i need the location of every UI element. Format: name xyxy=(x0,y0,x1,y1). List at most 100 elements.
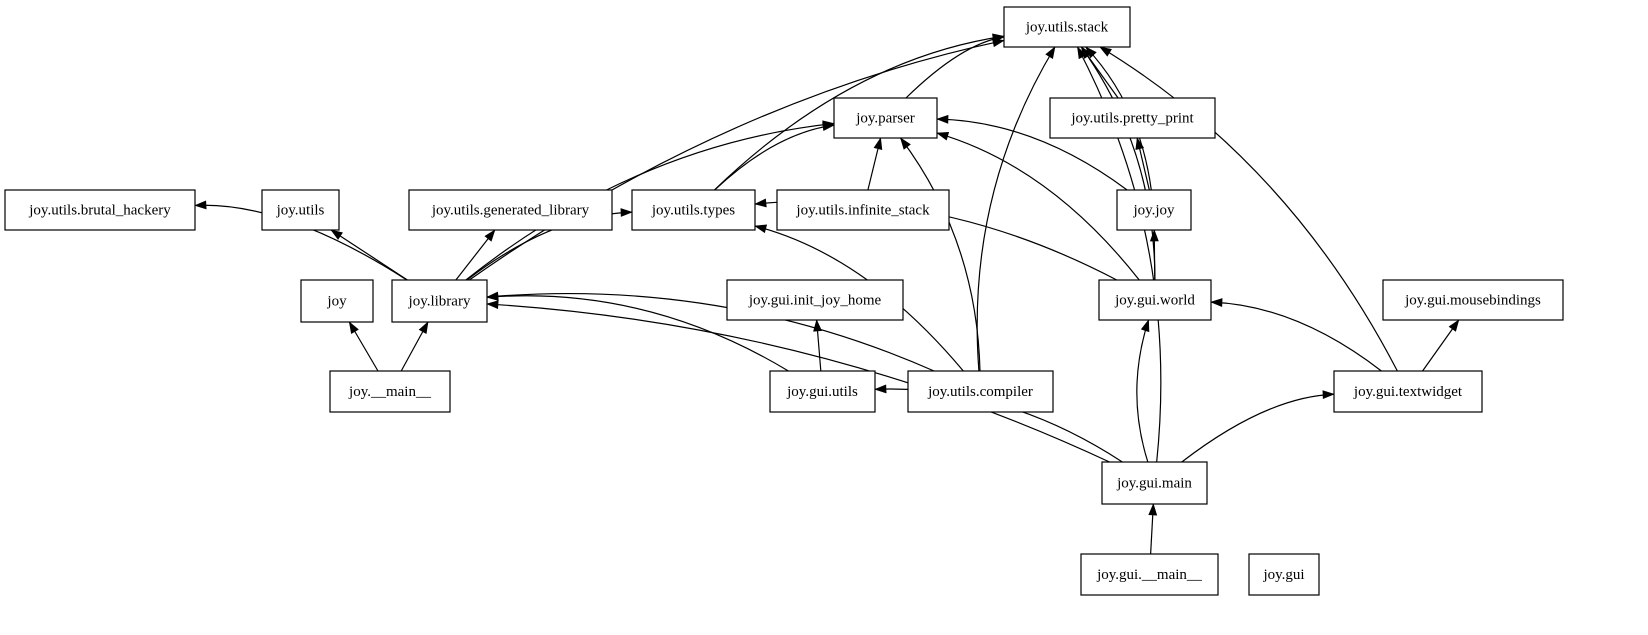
graph-node[interactable]: joy.gui.utils xyxy=(769,370,876,413)
node-box[interactable] xyxy=(329,370,451,413)
node-label: joy.gui.world xyxy=(1114,292,1195,308)
graph-node[interactable]: joy.utils xyxy=(261,189,340,231)
edge-arrowhead xyxy=(813,319,822,332)
node-box[interactable] xyxy=(1049,97,1216,139)
node-label: joy.joy xyxy=(1132,202,1175,218)
node-box[interactable] xyxy=(776,189,950,231)
graph-edge xyxy=(468,39,1005,281)
graph-node[interactable]: joy.utils.compiler xyxy=(907,370,1054,413)
edge-arrowhead xyxy=(873,137,883,151)
graph-node[interactable]: joy xyxy=(300,279,374,323)
graph-node[interactable]: joy.utils.generated_library xyxy=(408,189,613,231)
node-box[interactable] xyxy=(300,279,374,323)
node-label: joy xyxy=(326,293,347,309)
graph-edge xyxy=(714,124,835,191)
graph-edge xyxy=(1136,319,1150,463)
node-box[interactable] xyxy=(261,189,340,231)
edge-arrowhead xyxy=(1148,503,1158,516)
node-label: joy.gui.init_joy_home xyxy=(748,292,882,308)
graph-edge xyxy=(486,303,1110,463)
graph-edge xyxy=(1099,46,1398,372)
edge-arrowhead xyxy=(484,229,496,242)
edge-arrowhead xyxy=(1210,298,1223,307)
node-box[interactable] xyxy=(1003,6,1131,48)
edge-arrowhead xyxy=(348,321,359,334)
node-box[interactable] xyxy=(1116,189,1192,231)
edge-arrowhead xyxy=(1099,46,1112,57)
graph-node[interactable]: joy.gui xyxy=(1248,553,1320,596)
node-label: joy.__main__ xyxy=(348,384,431,400)
edge-arrowhead xyxy=(194,200,207,210)
graph-node[interactable]: joy.gui.mousebindings xyxy=(1382,279,1564,321)
edge-layer xyxy=(194,33,1460,555)
graph-edge xyxy=(486,292,935,372)
node-label: joy.gui xyxy=(1262,567,1304,583)
node-label: joy.gui.mousebindings xyxy=(1404,292,1541,308)
graph-node[interactable]: joy.utils.types xyxy=(631,189,756,231)
edge-arrowhead xyxy=(1322,390,1335,400)
edge-arrowhead xyxy=(1045,46,1056,59)
graph-node[interactable]: joy.utils.pretty_print xyxy=(1049,97,1216,139)
node-box[interactable] xyxy=(1098,279,1212,321)
node-box[interactable] xyxy=(833,97,938,139)
edge-arrowhead xyxy=(754,224,768,234)
graph-edge xyxy=(713,35,1005,191)
node-box[interactable] xyxy=(391,279,488,323)
graph-edge xyxy=(1181,393,1335,463)
graph-node[interactable]: joy.gui.world xyxy=(1098,279,1212,321)
graph-edge xyxy=(936,132,1140,281)
node-box[interactable] xyxy=(769,370,876,413)
node-box[interactable] xyxy=(1382,279,1564,321)
node-label: joy.utils.pretty_print xyxy=(1070,110,1194,126)
graph-node[interactable]: joy.gui.textwidget xyxy=(1333,370,1483,413)
node-box[interactable] xyxy=(631,189,756,231)
edge-arrowhead xyxy=(1140,319,1150,333)
node-label: joy.gui.__main__ xyxy=(1096,567,1202,583)
graph-edge xyxy=(900,137,981,372)
graph-node[interactable]: joy.gui.__main__ xyxy=(1080,553,1219,596)
edge-arrowhead xyxy=(1149,229,1159,242)
edge-arrowhead xyxy=(1077,46,1087,60)
node-label: joy.gui.textwidget xyxy=(1353,384,1463,400)
graph-node[interactable]: joy.library xyxy=(391,279,488,323)
graph-node[interactable]: joy.joy xyxy=(1116,189,1192,231)
edge-arrowhead xyxy=(620,208,633,217)
graph-node[interactable]: joy.utils.infinite_stack xyxy=(776,189,950,231)
node-box[interactable] xyxy=(408,189,613,231)
graph-node[interactable]: joy.parser xyxy=(833,97,938,139)
graph-node[interactable]: joy.__main__ xyxy=(329,370,451,413)
edge-arrowhead xyxy=(899,137,911,150)
node-label: joy.parser xyxy=(855,110,915,126)
node-box[interactable] xyxy=(1080,553,1219,596)
edge-arrowhead xyxy=(486,300,499,310)
graph-edge xyxy=(754,225,964,372)
edge-arrowhead xyxy=(936,114,949,124)
edge-arrowhead xyxy=(754,198,767,208)
node-label: joy.gui.utils xyxy=(786,384,858,400)
graph-node[interactable]: joy.utils.stack xyxy=(1003,6,1131,48)
node-label: joy.utils.compiler xyxy=(927,384,1033,400)
node-label: joy.utils.types xyxy=(651,202,735,218)
node-box[interactable] xyxy=(1101,461,1208,505)
node-box[interactable] xyxy=(726,279,904,321)
edge-arrowhead xyxy=(822,122,835,132)
graph-node[interactable]: joy.gui.main xyxy=(1101,461,1208,505)
node-box[interactable] xyxy=(1333,370,1483,413)
graph-node[interactable]: joy.gui.init_joy_home xyxy=(726,279,904,321)
edge-arrowhead xyxy=(1135,137,1145,151)
graph-node[interactable]: joy.utils.brutal_hackery xyxy=(4,189,196,231)
edge-arrowhead xyxy=(992,33,1005,43)
node-box[interactable] xyxy=(1248,553,1320,596)
node-label: joy.gui.main xyxy=(1116,475,1192,491)
edge-arrowhead xyxy=(418,321,429,335)
node-label: joy.utils.brutal_hackery xyxy=(28,202,171,218)
edge-arrowhead xyxy=(1448,319,1460,332)
node-label: joy.library xyxy=(408,293,471,309)
graph-edge xyxy=(1080,46,1156,281)
graph-edge xyxy=(486,295,789,372)
graph-edge xyxy=(936,118,1128,191)
node-box[interactable] xyxy=(907,370,1054,413)
node-label: joy.utils.generated_library xyxy=(431,202,590,218)
node-box[interactable] xyxy=(4,189,196,231)
